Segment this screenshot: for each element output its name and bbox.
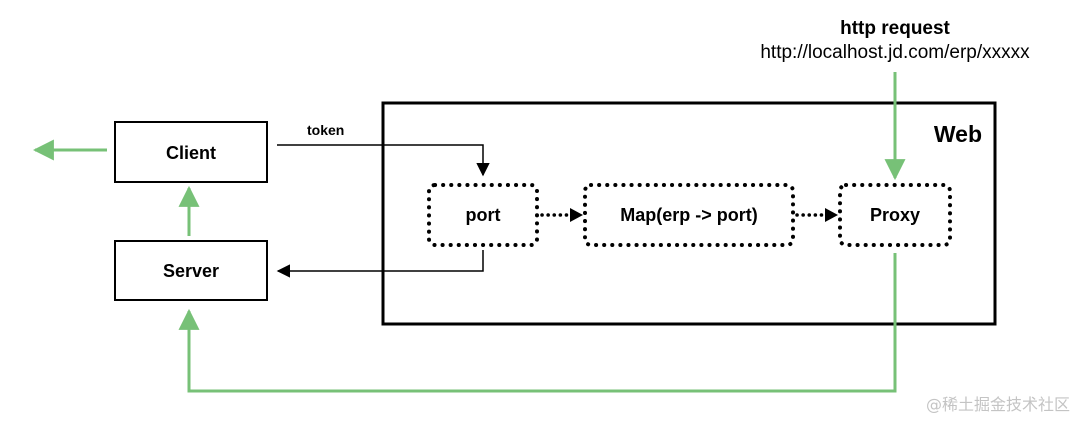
watermark-text: @稀土掘金技术社区 [926, 395, 1070, 414]
token-label: token [307, 122, 344, 138]
client-label: Client [166, 143, 216, 163]
port-node: port [427, 183, 539, 247]
proxy-label: Proxy [870, 205, 920, 225]
port-to-map-arrow [540, 208, 583, 222]
client-node: Client [114, 121, 268, 183]
proxy-to-server-arrow [178, 253, 897, 393]
token-arrow: token [277, 122, 490, 177]
proxy-node: Proxy [838, 183, 952, 247]
map-to-proxy-arrow [795, 208, 838, 222]
server-label: Server [163, 261, 219, 281]
port-label: port [466, 205, 501, 225]
port-to-server-arrow [276, 250, 484, 278]
http-request-url: http://localhost.jd.com/erp/xxxxx [760, 42, 1030, 63]
http-request-title: http request [840, 18, 950, 39]
web-container: Web [381, 101, 997, 326]
map-node: Map(erp -> port) [583, 183, 795, 247]
map-label: Map(erp -> port) [620, 205, 758, 225]
server-node: Server [114, 240, 268, 301]
web-label: Web [934, 121, 982, 147]
